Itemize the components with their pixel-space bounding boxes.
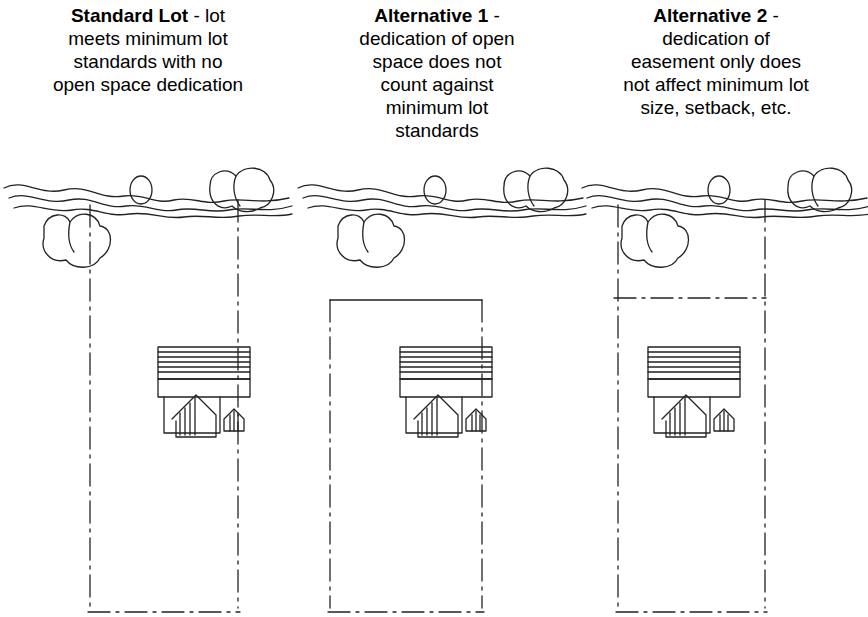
- panel-title: Standard Lot: [71, 5, 188, 26]
- panel-heading: Alternative 2- dedication of easement on…: [618, 4, 814, 119]
- panel-heading: Standard Lot- lot meets minimum lot stan…: [50, 4, 246, 96]
- panel-title: Alternative 2: [653, 5, 767, 26]
- panel-heading: Alternative 1- dedication of open space …: [353, 4, 521, 142]
- panel-title: Alternative 1: [374, 5, 488, 26]
